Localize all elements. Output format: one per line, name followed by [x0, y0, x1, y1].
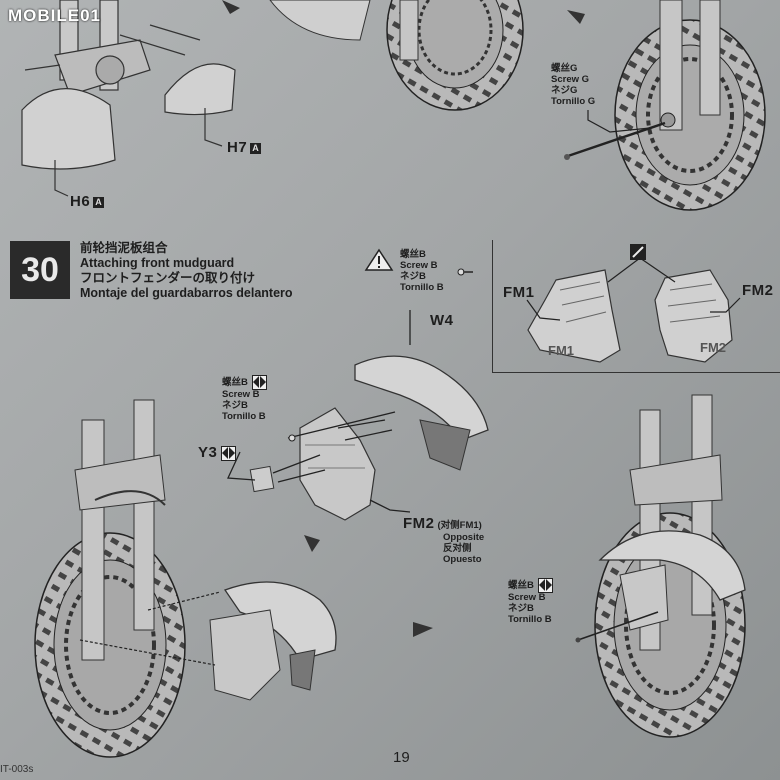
screw-g-es: Tornillo G [551, 95, 596, 107]
final-screw-b-es: Tornillo B [508, 613, 552, 625]
screw-g-callout: 螺丝G Screw G ネジG Tornillo G [551, 63, 596, 108]
fm1-engraving: FM1 [548, 343, 574, 358]
y3-label: Y3 [198, 444, 237, 461]
y3-symbol-icon [221, 445, 237, 461]
warning-triangle-icon [364, 248, 394, 271]
tag-a-icon: A [250, 142, 262, 154]
arrow-icon [222, 0, 240, 14]
bottom-right-wheel [575, 394, 746, 738]
top-middle-wheel [269, 0, 524, 111]
screw-b-notice: 螺丝B Screw B ネジB Tornillo B [400, 249, 444, 294]
screw-b-callout-zh: 螺丝B [222, 375, 267, 390]
fm2-bracket-exploded [299, 407, 376, 521]
fm2-engraving: FM2 [700, 340, 726, 355]
screw-b-callout-ja: ネジB [222, 399, 248, 411]
screw-g-en: Screw G [551, 73, 590, 85]
final-screw-b-en: Screw B [508, 592, 546, 603]
fm2-callout: FM2(对侧FM1) Opposite 反对侧 Opuesto [403, 515, 484, 566]
screw-b-callout-en: Screw B [222, 389, 260, 400]
arrow-icon [567, 10, 585, 24]
screw-b-notice-zh: 螺丝B [400, 249, 426, 260]
fm2-callout-zh: 反对侧 [443, 543, 472, 555]
screw-b-illustration [457, 268, 473, 276]
assembly-guide-lines [227, 310, 411, 513]
screw-b-part [288, 434, 296, 442]
watermark-logo: MOBILE01 [8, 6, 102, 25]
bottom-left-guide-lines [79, 591, 221, 666]
final-screw-b-zh: 螺丝B [508, 578, 553, 593]
bottom-left-fender [209, 581, 337, 701]
screw-b-notice-ja: ネジB [400, 270, 426, 282]
top-left-fork-assembly [54, 0, 151, 96]
screw-b-callout-es: Tornillo B [222, 410, 266, 422]
final-screw-b-callout: 螺丝B Screw B ネジB Tornillo B [508, 578, 553, 626]
h7-fender-part [164, 63, 236, 116]
inset-leader-lines [526, 257, 741, 321]
inset-fm1-part: FM1 [527, 269, 621, 363]
screw-b-notice-es: Tornillo B [400, 281, 444, 293]
arrow-icon [413, 622, 433, 637]
screw-b-symbol-icon [537, 578, 553, 593]
footer-code: IT-003s [0, 764, 34, 775]
inset-fm2-label: FM2 [742, 282, 774, 299]
glue-icon [630, 244, 646, 260]
inset-panel [492, 240, 780, 373]
arrow-icon [304, 535, 320, 552]
screw-b-symbol-icon [251, 375, 267, 390]
step-title-zh: 前轮挡泥板组合 [80, 241, 168, 255]
top-left-leader-lines [24, 24, 223, 197]
tag-a-icon: A [93, 196, 105, 208]
w4-fender [354, 355, 489, 471]
top-right-wheel [564, 0, 766, 211]
step-title-es: Montaje del guardabarros delantero [80, 286, 293, 300]
screw-b-notice-en: Screw B [400, 259, 438, 271]
screw-g-zh: 螺丝G [551, 63, 578, 74]
y3-part [249, 465, 275, 493]
fm2-callout-title: FM2(对侧FM1) [403, 515, 482, 532]
bottom-left-fork-wheel [34, 399, 186, 758]
step-number: 30 [10, 241, 70, 299]
fm2-callout-es: Opuesto [443, 554, 482, 566]
fm2-callout-en: Opposite [443, 532, 485, 544]
step-title-ja: フロントフェンダーの取り付け [80, 271, 256, 285]
final-screw-b-ja: ネジB [508, 602, 534, 614]
w4-label: W4 [430, 312, 454, 329]
screw-b-callout: 螺丝B Screw B ネジB Tornillo B [222, 375, 267, 423]
screw-g-ja: ネジG [551, 84, 578, 96]
inset-fm2-part: FM2 [654, 269, 733, 363]
page-number: 19 [393, 749, 410, 766]
inset-fm1-label: FM1 [503, 284, 535, 301]
step-title-en: Attaching front mudguard [80, 256, 235, 270]
step-title: 前轮挡泥板组合 Attaching front mudguard フロントフェン… [80, 241, 293, 301]
h6-fender-part [21, 88, 116, 170]
